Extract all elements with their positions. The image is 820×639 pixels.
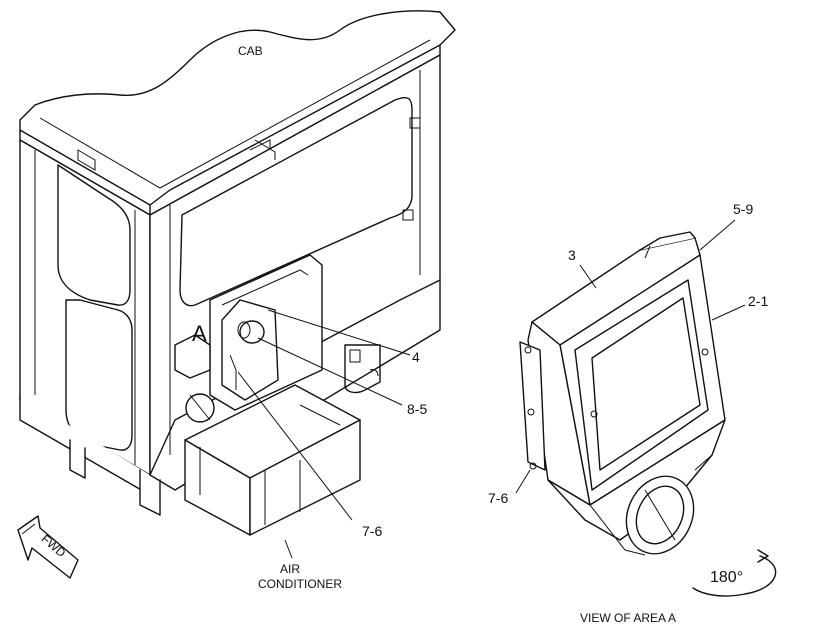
air-conditioner-label-line2: CONDITIONER — [258, 577, 342, 591]
callout-4: 4 — [412, 349, 420, 365]
air-conditioner-unit — [174, 254, 361, 536]
detail-view-assembly — [519, 231, 726, 556]
main-leader-lines — [237, 309, 411, 559]
view-caption: VIEW OF AREA A — [580, 611, 676, 625]
callout-5-9: 5-9 — [733, 201, 753, 217]
area-a-marker: A — [192, 321, 207, 346]
callout-7-6-main: 7-6 — [362, 523, 382, 539]
detail-leader-lines — [515, 219, 746, 494]
callout-3: 3 — [568, 247, 576, 263]
callout-2-1: 2-1 — [748, 293, 768, 309]
fwd-arrow-icon — [17, 515, 79, 579]
rotation-label: 180° — [710, 569, 743, 586]
rotate-180-icon — [692, 549, 777, 597]
callout-7-6-detail: 7-6 — [488, 490, 508, 506]
callout-8-5: 8-5 — [407, 401, 427, 417]
air-conditioner-label-line1: AIR — [280, 562, 300, 576]
cab-label: CAB — [238, 44, 263, 58]
